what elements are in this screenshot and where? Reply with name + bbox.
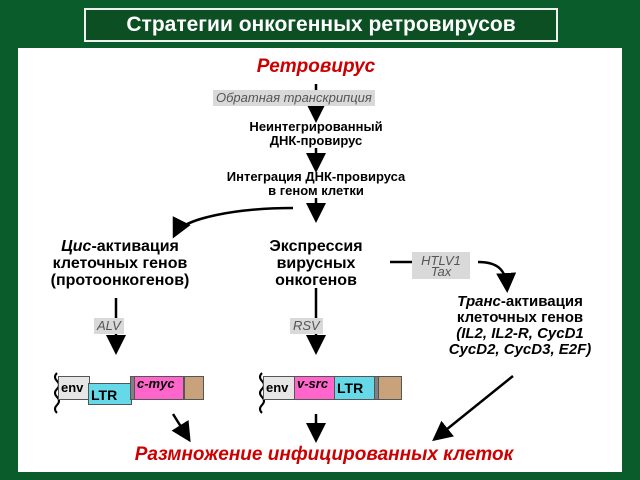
diagram-arrows (54, 84, 517, 443)
trans-activation-label: Транс-активация клеточных генов (IL2, IL… (449, 294, 592, 358)
expression-line-1: Экспрессия (269, 238, 363, 255)
arrow-left-construct-to-bottom (171, 413, 191, 443)
arrow-htlv-to-trans (477, 260, 517, 293)
unintegrated-line-2: ДНК-провирус (269, 133, 363, 148)
cis-line-2: клеточных генов (52, 255, 188, 272)
retrovirus-label: Ретровирус (256, 56, 376, 77)
trans-line-4: CycD2, CycD3, E2F) (448, 341, 592, 358)
cis-prefix: Цис (61, 238, 92, 255)
cis-line-1: -активация (91, 238, 179, 255)
right-construct-wavy-end (259, 372, 265, 414)
expression-line-2: вирусных (276, 255, 356, 272)
right-env-segment: env (263, 376, 295, 400)
trans-line-1: -активация (500, 293, 583, 310)
cis-activation-label: Цис-активация клеточных генов (протоонко… (51, 238, 190, 289)
arrow-trans-to-bottom (432, 375, 514, 442)
htlv-line-1: HTLV1 (421, 253, 461, 268)
rsv-note: RSV (290, 318, 323, 334)
expression-line-3: онкогенов (275, 272, 357, 289)
left-onc-segment: c-myc (134, 376, 184, 400)
alv-note: ALV (94, 318, 124, 334)
left-ltr-segment: LTR (88, 383, 132, 405)
integration-line-1: Интеграция ДНК-провируса (226, 169, 406, 184)
integration-line-2: в геном клетки (268, 183, 364, 198)
trans-line-2: клеточных генов (456, 309, 584, 326)
left-env-segment: env (58, 376, 90, 400)
left-construct-wavy-end (54, 372, 60, 414)
cis-line-3: (протоонкогенов) (50, 272, 190, 289)
arrow-integration-to-cis (172, 206, 294, 239)
trans-line-3: (IL2, IL2-R, CycD1 (456, 325, 584, 342)
right-tan-segment (378, 376, 402, 400)
right-onc-segment: v-src (294, 376, 336, 400)
unintegrated-provirus-label: Неинтегрированный ДНК-провирус (249, 120, 382, 148)
unintegrated-line-1: Неинтегрированный (249, 119, 383, 134)
trans-prefix: Транс (457, 293, 501, 310)
proliferation-label: Размножение инфицированных клеток (134, 444, 514, 465)
htlv-tax-note: HTLV1 Tax (412, 252, 470, 279)
expression-label: Экспрессия вирусных онкогенов (269, 238, 362, 289)
right-ltr-segment: LTR (334, 376, 376, 400)
left-tan-segment (184, 376, 204, 400)
slide-title: Стратегии онкогенных ретровирусов (84, 8, 558, 42)
reverse-transcription-note: Обратная транскрипция (213, 90, 375, 106)
htlv-line-2: Tax (430, 264, 452, 279)
integration-label: Интеграция ДНК-провируса в геном клетки (227, 170, 405, 198)
diagram-panel: Ретровирус Обратная транскрипция Неинтег… (18, 48, 622, 472)
